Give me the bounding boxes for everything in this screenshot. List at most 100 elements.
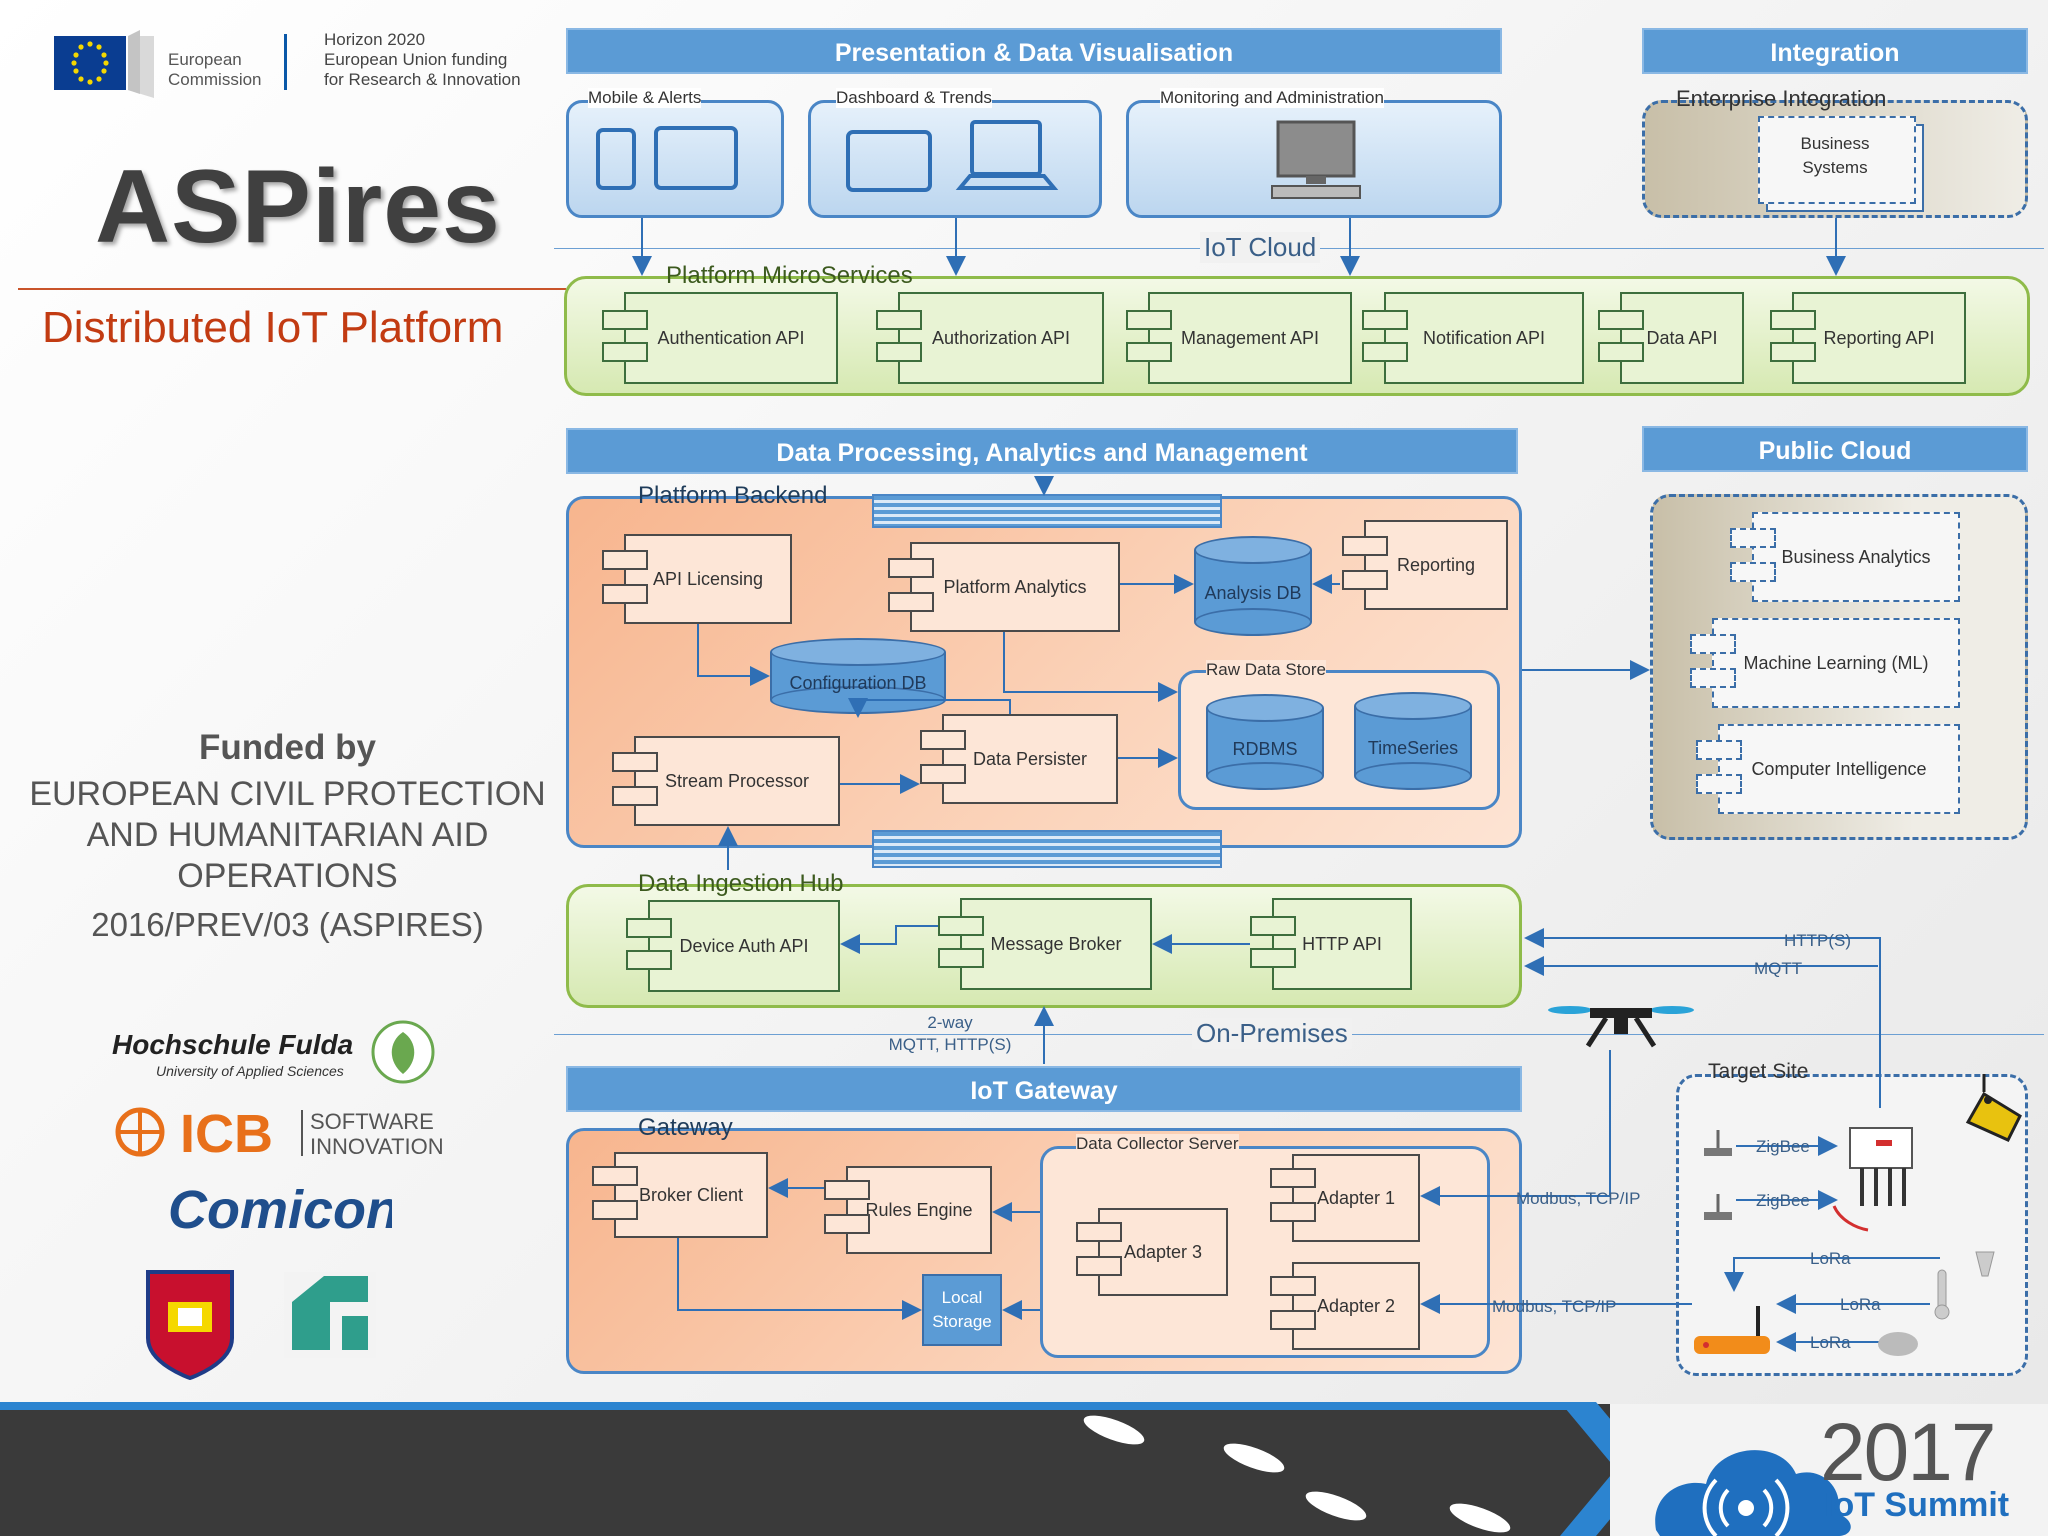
reporting-api-component: Reporting API — [1770, 292, 1966, 384]
router-icon — [1694, 1306, 1770, 1354]
data-ingestion-hub-label: Data Ingestion Hub — [638, 870, 844, 897]
machine-learning-component: Machine Learning (ML) — [1690, 618, 1960, 708]
camera-icon — [1965, 1074, 2022, 1142]
icb-line1: SOFTWARE — [310, 1109, 434, 1134]
dashboard-label: Dashboard & Trends — [836, 88, 992, 108]
mobile-alerts-box — [566, 100, 784, 218]
summit-name: IoT Summit — [1824, 1486, 2010, 1524]
target-site-box — [1676, 1074, 2028, 1376]
monitoring-label: Monitoring and Administration — [1160, 88, 1384, 108]
rdbms-db: RDBMS — [1206, 694, 1324, 790]
presentation-header: Presentation & Data Visualisation — [566, 28, 1502, 74]
zigbee-sensor-icon-2 — [1704, 1194, 1732, 1220]
lamp-icon — [1975, 1251, 1995, 1277]
mqtt-label: MQTT — [1754, 959, 1802, 978]
on-premises-label: On-Premises — [1192, 1018, 1352, 1049]
zigbee-label-2: ZigBee — [1756, 1191, 1810, 1210]
weather-icon — [1878, 1332, 1918, 1356]
authentication-api-component: Authentication API — [602, 292, 838, 384]
zigbee-label-1: ZigBee — [1756, 1137, 1810, 1156]
funded-by-heading: Funded by — [199, 728, 376, 767]
message-broker-component: Message Broker — [938, 898, 1152, 990]
timeseries-db: TimeSeries — [1354, 692, 1472, 790]
drone-icon — [1548, 1006, 1694, 1048]
adapter-2-component: Adapter 2 — [1270, 1262, 1420, 1350]
integration-header: Integration — [1642, 28, 2028, 74]
gateway-label: Gateway — [638, 1114, 733, 1141]
hf-name: Hochschule Fulda — [112, 1029, 353, 1060]
target-site-label: Target Site — [1708, 1060, 1809, 1083]
iot-cloud-label: IoT Cloud — [1200, 232, 1321, 263]
icb-line2: INNOVATION — [310, 1134, 444, 1159]
funding-code: 2016/PREV/03 (ASPIRES) — [91, 906, 484, 943]
summit-year: 2017 — [1820, 1407, 1996, 1498]
broker-client-component: Broker Client — [592, 1152, 768, 1238]
authorization-api-component: Authorization API — [876, 292, 1104, 384]
lora-label-1: LoRa — [1810, 1249, 1851, 1268]
ec-separator — [284, 34, 287, 90]
lora-label-3: LoRa — [1810, 1333, 1851, 1352]
data-api-component: Data API — [1598, 292, 1744, 384]
device-icons — [596, 120, 1361, 199]
national-cluster-logo — [284, 1272, 376, 1358]
http-api-component: HTTP API — [1250, 898, 1412, 990]
icb-logo: ICB SOFTWARE INNOVATION — [115, 1104, 444, 1162]
public-cloud-header: Public Cloud — [1642, 426, 2028, 472]
funding-organisation: EUROPEAN CIVIL PROTECTION AND HUMANITARI… — [29, 775, 546, 895]
processing-header: Data Processing, Analytics and Managemen… — [566, 428, 1518, 474]
tablet-icon-2 — [846, 130, 932, 192]
comicon-name: Comicon — [168, 1180, 392, 1240]
data-persister-component: Data Persister — [920, 714, 1118, 804]
business-analytics-component: Business Analytics — [1730, 512, 1960, 602]
gateway-device-icon — [1849, 1127, 1913, 1206]
footprints-decoration — [1083, 1415, 1511, 1533]
enterprise-integration-label: Enterprise Integration — [1676, 86, 1887, 111]
footer-accent — [0, 1402, 1595, 1410]
hf-sub: University of Applied Sciences — [156, 1063, 344, 1079]
business-systems-box — [1758, 116, 1916, 204]
laptop-icon — [955, 120, 1059, 190]
platform-analytics-component: Platform Analytics — [888, 542, 1120, 632]
page-subtitle: Distributed IoT Platform — [42, 303, 504, 352]
thermometer-icon — [1934, 1269, 1950, 1320]
eu-flag-icon — [54, 30, 154, 98]
title-divider — [18, 288, 566, 290]
phone-icon — [596, 128, 636, 190]
zigbee-sensor-icon-1 — [1704, 1130, 1732, 1156]
https-label: HTTP(S) — [1784, 931, 1851, 950]
modbus-label-2: Modbus, TCP/IP — [1492, 1297, 1616, 1316]
dashboard-box — [808, 100, 1102, 218]
adapter-1-component: Adapter 1 — [1270, 1154, 1420, 1242]
api-licensing-component: API Licensing — [602, 534, 792, 624]
lora-label-2: LoRa — [1840, 1295, 1881, 1314]
mobile-alerts-label: Mobile & Alerts — [588, 88, 702, 108]
summit-logo-cloud — [1655, 1450, 1851, 1536]
backend-queue-bottom — [872, 830, 1222, 868]
desktop-icon — [1271, 120, 1361, 199]
notification-api-component: Notification API — [1362, 292, 1584, 384]
analysis-db: Analysis DB — [1194, 536, 1312, 636]
platform-microservices-label: Platform MicroServices — [666, 262, 913, 289]
management-api-component: Management API — [1126, 292, 1352, 384]
data-collector-server-label: Data Collector Server — [1076, 1134, 1239, 1154]
military-academy-badge — [146, 1270, 234, 1380]
signal-icon — [1832, 1205, 1869, 1232]
page-title: ASPires — [95, 149, 501, 265]
modbus-label-1: Modbus, TCP/IP — [1516, 1189, 1640, 1208]
reporting-component: Reporting — [1342, 520, 1508, 610]
icb-name: ICB — [180, 1104, 273, 1162]
raw-data-store-label: Raw Data Store — [1206, 660, 1326, 680]
device-auth-api-component: Device Auth API — [626, 900, 840, 992]
comicon-logo: Comicon — [168, 1180, 392, 1240]
platform-backend-label: Platform Backend — [638, 482, 828, 509]
stream-processor-component: Stream Processor — [612, 736, 840, 826]
h2020-text: Horizon 2020 European Union funding for … — [324, 30, 521, 89]
iot-gateway-header: IoT Gateway — [566, 1066, 1522, 1112]
hochschule-fulda-logo: Hochschule Fulda University of Applied S… — [112, 1020, 435, 1084]
